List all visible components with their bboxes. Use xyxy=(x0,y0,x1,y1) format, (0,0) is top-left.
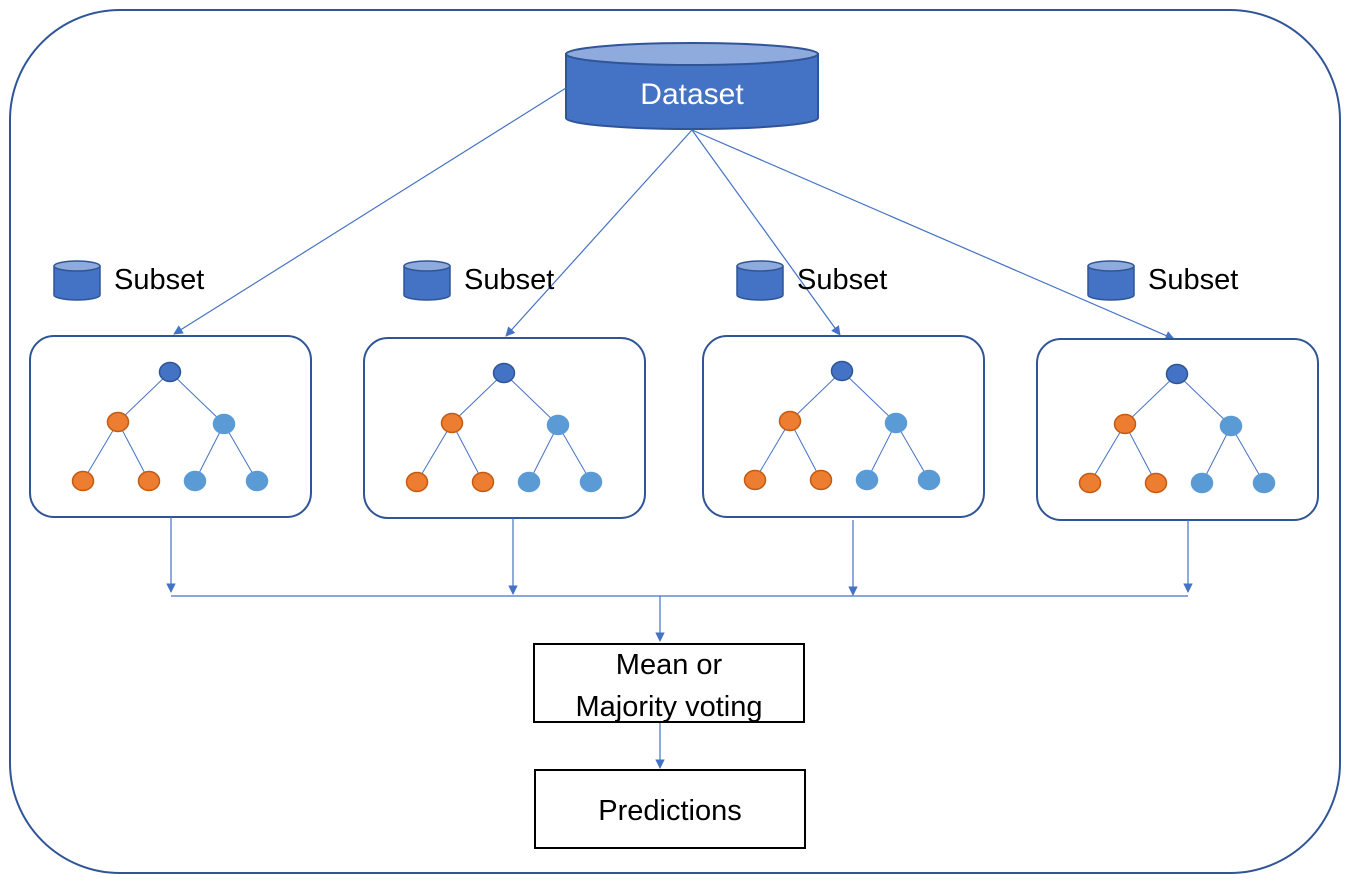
tree-leaf-node xyxy=(245,470,269,492)
decision-tree-4 xyxy=(1078,363,1276,494)
tree-root-node xyxy=(1165,363,1189,385)
decision-trees xyxy=(71,360,1276,494)
subset-label: Subset xyxy=(114,264,204,296)
tree-edge xyxy=(451,372,505,424)
arrow-dataset-to-tree-1 xyxy=(173,87,567,335)
tree-edge xyxy=(1176,373,1232,427)
tree-edge xyxy=(895,422,930,481)
subset-group-4: Subset xyxy=(1087,260,1238,301)
tree-leaf-node xyxy=(809,469,833,491)
tree-leaf-node xyxy=(1144,472,1168,494)
tree-edge xyxy=(223,423,258,482)
tree-leaf-node xyxy=(917,469,941,491)
tree-edge xyxy=(754,420,791,481)
tree-root-node xyxy=(492,362,516,384)
tree-edge xyxy=(528,424,559,483)
tree-edge xyxy=(82,421,119,482)
predictions-label: Predictions xyxy=(598,795,741,827)
tree-node-right xyxy=(1219,415,1243,437)
tree-edge xyxy=(557,424,592,483)
subset-cylinder-icon xyxy=(736,260,784,301)
subset-group-1: Subset xyxy=(53,260,204,301)
tree-leaf-node xyxy=(137,470,161,492)
tree-leaf-node xyxy=(517,471,541,493)
tree-edge xyxy=(169,371,225,425)
tree-edge xyxy=(789,370,843,422)
aggregation-box xyxy=(533,643,805,723)
outer-frame xyxy=(9,9,1341,874)
tree-edge xyxy=(1124,373,1178,425)
bootstrap-arrows xyxy=(173,87,1175,340)
aggregation-label-line1: Mean or xyxy=(616,649,723,681)
tree-leaf-node xyxy=(405,471,429,493)
tree-edge xyxy=(451,422,484,483)
tree-node-left xyxy=(440,412,464,434)
tree-edge xyxy=(789,420,822,481)
tree-edge xyxy=(503,372,559,426)
tree-edge xyxy=(866,422,897,481)
tree-node-right xyxy=(546,414,570,436)
subset-cylinder-icon xyxy=(403,260,451,301)
subset-group-3: Subset xyxy=(736,260,887,301)
tree-leaf-node xyxy=(1190,472,1214,494)
subset-cylinder-icon xyxy=(1087,260,1135,301)
tree-leaf-node xyxy=(1078,472,1102,494)
tree-leaf-node xyxy=(1252,472,1276,494)
tree-leaf-node xyxy=(183,470,207,492)
decision-tree-3 xyxy=(743,360,941,491)
decision-tree-2 xyxy=(405,362,603,493)
tree-edge xyxy=(194,423,225,482)
tree-leaf-node xyxy=(471,471,495,493)
tree-leaf-node xyxy=(579,471,603,493)
tree-node-left xyxy=(106,411,130,433)
dataset-cylinder-icon xyxy=(565,42,819,130)
tree-edge xyxy=(1124,423,1157,484)
tree-edge xyxy=(1089,423,1126,484)
arrow-dataset-to-tree-2 xyxy=(505,129,693,337)
tree-box-3 xyxy=(702,335,985,518)
tree-leaf-node xyxy=(855,469,879,491)
tree-edge xyxy=(117,371,171,423)
tree-root-node xyxy=(158,361,182,383)
subset-label: Subset xyxy=(1148,264,1238,296)
aggregation-arrows xyxy=(166,517,1193,769)
tree-edge xyxy=(416,422,453,483)
tree-leaf-node xyxy=(71,470,95,492)
subset-cylinder-icon xyxy=(53,260,101,301)
tree-node-left xyxy=(778,410,802,432)
tree-node-left xyxy=(1113,413,1137,435)
tree-node-right xyxy=(212,413,236,435)
tree-edge xyxy=(1201,425,1232,484)
predictions-box xyxy=(534,769,806,849)
tree-box-2 xyxy=(363,337,646,519)
subset-label: Subset xyxy=(797,264,887,296)
tree-root-node xyxy=(830,360,854,382)
subset-label: Subset xyxy=(464,264,554,296)
tree-box-4 xyxy=(1036,338,1319,521)
tree-node-right xyxy=(884,412,908,434)
arrow-dataset-to-tree-4 xyxy=(691,129,1175,340)
arrow-dataset-to-tree-3 xyxy=(691,129,841,336)
tree-leaf-node xyxy=(743,469,767,491)
tree-edge xyxy=(1230,425,1265,484)
dataset-label: Dataset xyxy=(640,78,744,111)
aggregation-label-line2: Majority voting xyxy=(576,691,763,723)
decision-tree-1 xyxy=(71,361,269,492)
tree-edge xyxy=(841,370,897,424)
subset-group-2: Subset xyxy=(403,260,554,301)
tree-edge xyxy=(117,421,150,482)
